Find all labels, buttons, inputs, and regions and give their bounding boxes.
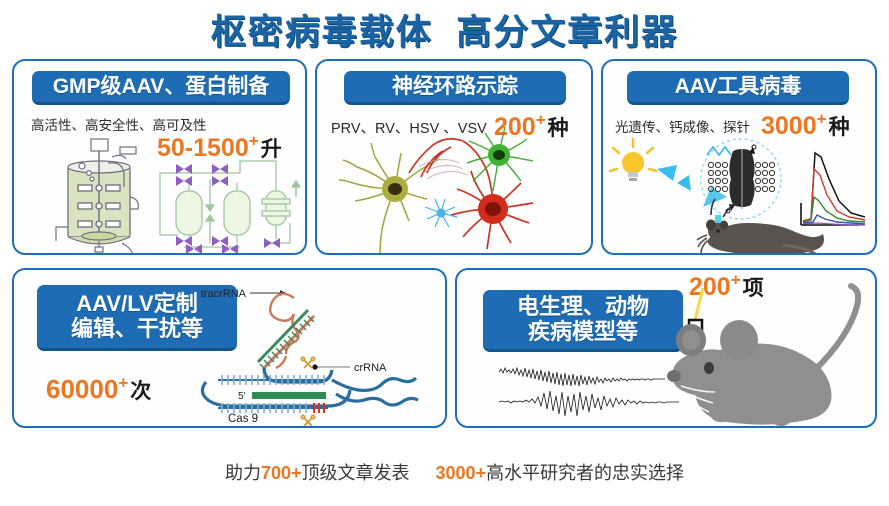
- footer-part1-pre: 助力: [224, 463, 261, 483]
- footer-text: 助力700+顶级文章发表 3000+高水平研究者的忠实选择: [0, 438, 889, 506]
- metric-plus: +: [248, 131, 259, 151]
- metric-value: 60000: [46, 374, 119, 404]
- panel-neural-tracing-badge: 神经环路示踪: [344, 71, 566, 105]
- lightbulb-icon: [608, 137, 658, 181]
- panel-gmp-aav[interactable]: GMP级AAV、蛋白制备 高活性、高安全性、高可及性 50-1500+升: [12, 59, 307, 255]
- mouse-illustration: [696, 198, 824, 253]
- footer-part2-number: 3000+: [435, 463, 487, 483]
- panel-electrophysiology-metric: 200+项: [689, 272, 764, 302]
- metric-unit: 种: [547, 117, 569, 140]
- panel-gmp-aav-metric: 50-1500+升: [157, 133, 282, 163]
- metric-value: 200: [689, 273, 731, 301]
- panel-aav-tools-subtitle: 光遗传、钙成像、探针: [615, 120, 750, 135]
- panel-neural-tracing-metric: 200+种: [494, 112, 569, 142]
- footer-part1-number: 700+: [260, 463, 302, 483]
- panel-aav-lv-custom-content: AAV/LV定制 编辑、干扰等 60000+次 tracrRNA: [14, 270, 445, 426]
- panel-gmp-aav-content: GMP级AAV、蛋白制备 高活性、高安全性、高可及性 50-1500+升: [14, 61, 305, 253]
- panel-electrophysiology[interactable]: 电生理、动物 疾病模型等 200+项: [455, 268, 877, 428]
- metric-plus: +: [730, 270, 741, 290]
- page-title: 枢密病毒载体 高分文章利器: [210, 13, 679, 52]
- metric-plus: +: [535, 110, 546, 130]
- metric-value: 3000: [761, 112, 817, 140]
- crispr-cas9-art: tracrRNA: [201, 276, 445, 426]
- neuron-network-art: [323, 126, 589, 253]
- metric-unit: 种: [828, 116, 850, 139]
- poster-root: 枢密病毒载体 高分文章利器 GMP级AAV、蛋白制备 高活性、高安全性、高可及性…: [12, 13, 877, 483]
- metric-plus: +: [118, 373, 129, 393]
- panel-gmp-aav-subtitle: 高活性、高安全性、高可及性: [31, 118, 207, 133]
- panel-aav-lv-custom-metric: 60000+次: [46, 374, 151, 405]
- label-tracrrna: tracrRNA: [201, 288, 247, 300]
- bioreactor-diagram-art: [34, 138, 305, 253]
- footer-part1-post: 顶级文章发表: [301, 463, 410, 483]
- panel-aav-lv-custom[interactable]: AAV/LV定制 编辑、干扰等 60000+次 tracrRNA: [12, 268, 447, 428]
- metric-value: 200: [494, 113, 536, 141]
- panel-neural-tracing-content: 神经环路示踪 PRV、RV、HSV 、VSV 200+种: [317, 61, 591, 253]
- metric-unit: 项: [742, 277, 764, 300]
- calcium-trace-plot: [800, 151, 866, 226]
- panel-aav-tools[interactable]: AAV工具病毒 光遗传、钙成像、探针 3000+种: [601, 59, 877, 255]
- optogenetics-art: [608, 135, 873, 253]
- footer-part2-post: 高水平研究者的忠实选择: [486, 463, 685, 483]
- panel-aav-tools-content: AAV工具病毒 光遗传、钙成像、探针 3000+种: [603, 61, 875, 253]
- metric-unit: 次: [130, 380, 152, 403]
- panel-gmp-aav-badge: GMP级AAV、蛋白制备: [32, 71, 290, 105]
- implanted-mouse-art: [665, 283, 875, 426]
- label-crrna: crRNA: [354, 362, 387, 374]
- panel-electrophysiology-content: 电生理、动物 疾病模型等 200+项: [457, 270, 875, 426]
- panel-aav-tools-metric: 3000+种: [761, 111, 850, 141]
- panel-electrophysiology-badge: 电生理、动物 疾病模型等: [483, 290, 683, 352]
- metric-unit: 升: [260, 138, 282, 161]
- panel-neural-tracing[interactable]: 神经环路示踪 PRV、RV、HSV 、VSV 200+种: [315, 59, 593, 255]
- metric-value: 50-1500: [157, 134, 249, 162]
- panel-neural-tracing-subtitle: PRV、RV、HSV 、VSV: [331, 121, 487, 137]
- panel-aav-lv-custom-badge: AAV/LV定制 编辑、干扰等: [37, 285, 237, 351]
- label-cas9: Cas 9: [228, 413, 258, 425]
- panel-aav-tools-badge: AAV工具病毒: [627, 71, 849, 105]
- ephys-traces-art: [497, 358, 679, 418]
- label-five-prime: 5': [238, 391, 246, 402]
- metric-plus: +: [816, 109, 827, 129]
